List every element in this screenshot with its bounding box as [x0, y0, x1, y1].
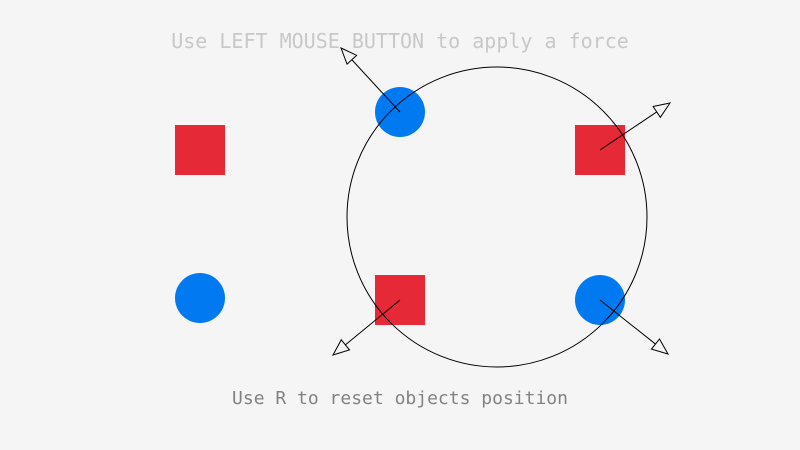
force-arrow-bottom-right-shaft [599, 299, 656, 345]
outline-circle [346, 66, 648, 368]
instruction-bottom-text: Use R to reset objects position [232, 388, 568, 409]
blue-circle-left[interactable] [175, 273, 225, 323]
force-arrow-top-right-shaft [599, 111, 657, 151]
force-arrow-bottom-left-head [331, 338, 351, 356]
red-square-left[interactable] [175, 125, 225, 175]
force-arrow-bottom-right-head [650, 338, 670, 355]
force-arrow-bottom-left-shaft [345, 299, 401, 346]
force-arrow-top-left-head [340, 47, 358, 66]
force-arrow-top-right-head [652, 102, 672, 119]
instruction-top-text: Use LEFT MOUSE BUTTON to apply a force [171, 29, 629, 53]
force-arrow-top-left-shaft [351, 59, 401, 113]
